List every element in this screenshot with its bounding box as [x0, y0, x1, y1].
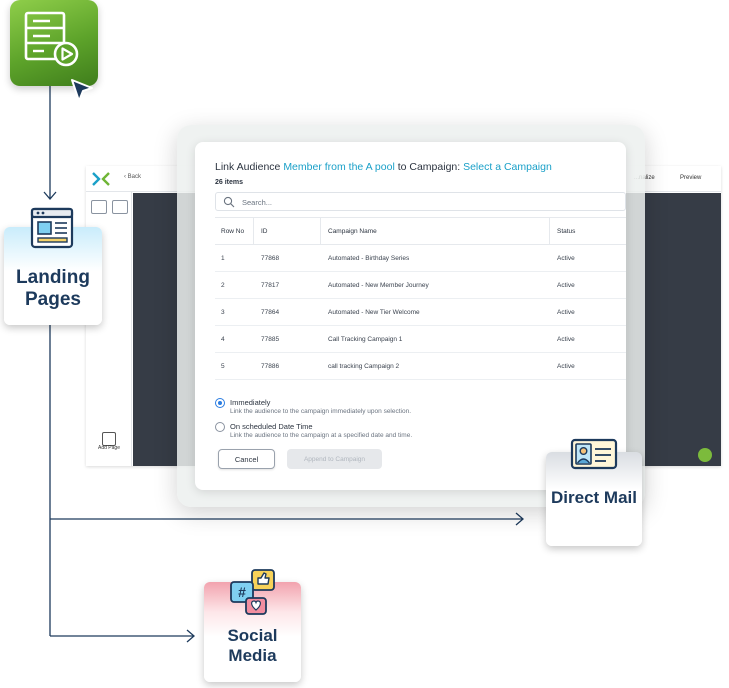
landing-pages-label: Landing Pages [16, 267, 90, 310]
chat-icon[interactable] [698, 448, 712, 462]
dialog-title: Link Audience Member from the A pool to … [215, 161, 552, 173]
cell-campaign-name: Automated - New Tier Welcome [328, 309, 420, 316]
cell-id: 77817 [261, 282, 280, 289]
direct-mail-card[interactable]: Direct Mail [546, 438, 642, 546]
direct-mail-label: Direct Mail [551, 488, 637, 507]
search-box[interactable] [215, 192, 626, 211]
column-divider [549, 218, 550, 245]
cell-row-no: 2 [221, 282, 225, 289]
search-icon [223, 196, 235, 208]
table-row[interactable]: 4 77885 Call Tracking Campaign 1 Active [215, 326, 626, 353]
svg-text:#: # [238, 584, 246, 600]
campaign-table: Row No ID Campaign Name Status 1 77868 A… [215, 217, 626, 380]
social-bubbles-icon: # [230, 569, 275, 615]
cell-campaign-name: call tracking Campaign 2 [328, 363, 400, 370]
table-header: Row No ID Campaign Name Status [215, 217, 626, 245]
cell-id: 77864 [261, 309, 280, 316]
cell-campaign-name: Call Tracking Campaign 1 [328, 336, 403, 343]
table-row[interactable]: 2 77817 Automated - New Member Journey A… [215, 272, 626, 299]
title-prefix: Link Audience [215, 161, 284, 173]
cell-status: Active [557, 336, 575, 343]
web-server-play-icon [24, 11, 79, 67]
scheduled-radio[interactable] [215, 422, 225, 432]
browser-page-icon [30, 207, 74, 249]
back-label: Back [127, 174, 142, 180]
landing-pages-card[interactable]: Landing Pages [4, 207, 102, 325]
pages-icon[interactable] [91, 200, 107, 214]
cell-row-no: 4 [221, 336, 225, 343]
search-input[interactable] [242, 195, 622, 209]
cursor-arrow-icon [71, 79, 93, 102]
column-status[interactable]: Status [557, 228, 576, 235]
add-page-label[interactable]: Add Page [98, 445, 120, 451]
immediately-label: Immediately [230, 398, 271, 407]
cell-row-no: 5 [221, 363, 225, 370]
append-to-campaign-button[interactable]: Append to Campaign [287, 449, 382, 469]
social-media-card[interactable]: # Social Media [204, 569, 301, 682]
scheduled-description: Link the audience to the campaign at a s… [230, 432, 413, 439]
title-middle: to Campaign: [394, 161, 464, 173]
add-page-icon[interactable] [102, 432, 116, 446]
cancel-button[interactable]: Cancel [218, 449, 275, 469]
column-row-no[interactable]: Row No [221, 228, 245, 235]
web-page-tile [10, 0, 98, 86]
items-count: 26 items [215, 179, 244, 186]
cell-status: Active [557, 282, 575, 289]
cell-status: Active [557, 363, 575, 370]
id-card-icon [570, 438, 618, 470]
scheduled-label: On scheduled Date Time [230, 422, 313, 431]
column-campaign-name[interactable]: Campaign Name [328, 228, 377, 235]
brand-logo-icon [92, 172, 110, 186]
cell-id: 77886 [261, 363, 280, 370]
table-row[interactable]: 3 77864 Automated - New Tier Welcome Act… [215, 299, 626, 326]
immediately-description: Link the audience to the campaign immedi… [230, 408, 412, 415]
link-audience-dialog: Link Audience Member from the A pool to … [195, 142, 626, 490]
column-id[interactable]: ID [261, 228, 268, 235]
table-row[interactable]: 1 77868 Automated - Birthday Series Acti… [215, 245, 626, 272]
cell-campaign-name: Automated - New Member Journey [328, 282, 429, 289]
cell-row-no: 1 [221, 255, 225, 262]
cell-status: Active [557, 255, 575, 262]
social-media-label: Social Media [227, 626, 278, 665]
column-divider [253, 218, 254, 245]
back-link[interactable]: ‹ Back [124, 174, 142, 180]
column-divider [320, 218, 321, 245]
cell-row-no: 3 [221, 309, 225, 316]
immediately-radio[interactable] [215, 398, 225, 408]
cell-campaign-name: Automated - Birthday Series [328, 255, 410, 262]
preview-button[interactable]: Preview [680, 175, 702, 181]
cell-id: 77885 [261, 336, 280, 343]
select-campaign-link[interactable]: Select a Campaign [463, 161, 552, 173]
cell-id: 77868 [261, 255, 280, 262]
cell-status: Active [557, 309, 575, 316]
audience-name-link[interactable]: Member from the A pool [283, 161, 395, 173]
table-row[interactable]: 5 77886 call tracking Campaign 2 Active [215, 353, 626, 380]
people-icon[interactable] [112, 200, 128, 214]
